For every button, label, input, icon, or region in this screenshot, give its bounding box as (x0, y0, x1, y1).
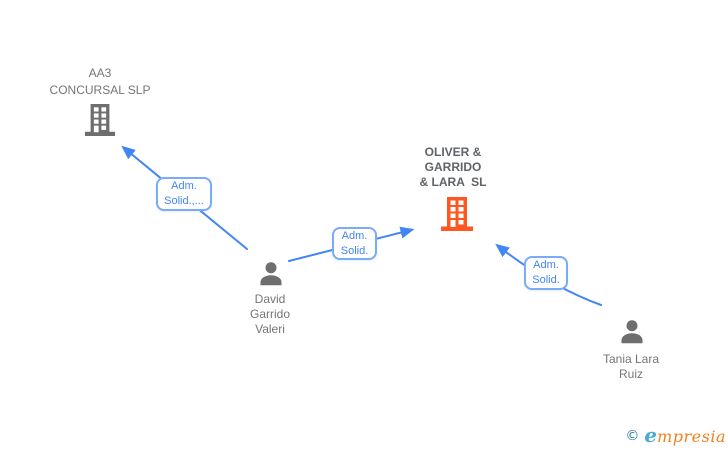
empresia-logo-initial: e (644, 423, 658, 447)
edge-label-adm-solid-david-oliver: Adm. Solid. (332, 227, 377, 260)
person-name-tania-lara-ruiz[interactable]: Tania Lara Ruiz (602, 352, 660, 381)
edge-label-adm-solid-david-aa3: Adm. Solid.,... (156, 177, 212, 211)
building-icon[interactable] (83, 104, 117, 136)
empresia-logo-text: mpresia (657, 427, 726, 446)
empresia-watermark: ©empresia (625, 423, 726, 447)
company-name-aa3-concursal-slp[interactable]: AA3 CONCURSAL SLP (49, 66, 151, 97)
person-icon[interactable] (256, 259, 286, 289)
person-icon[interactable] (617, 317, 647, 347)
copyright-icon: © (625, 428, 640, 444)
company-name-oliver-garrido-lara-sl[interactable]: OLIVER & GARRIDO & LARA SL (419, 145, 487, 189)
building-icon[interactable] (439, 197, 475, 231)
edge-label-adm-solid-tania-oliver: Adm. Solid. (524, 256, 568, 290)
person-name-david-garrido-valeri[interactable]: David Garrido Valeri (249, 292, 290, 336)
